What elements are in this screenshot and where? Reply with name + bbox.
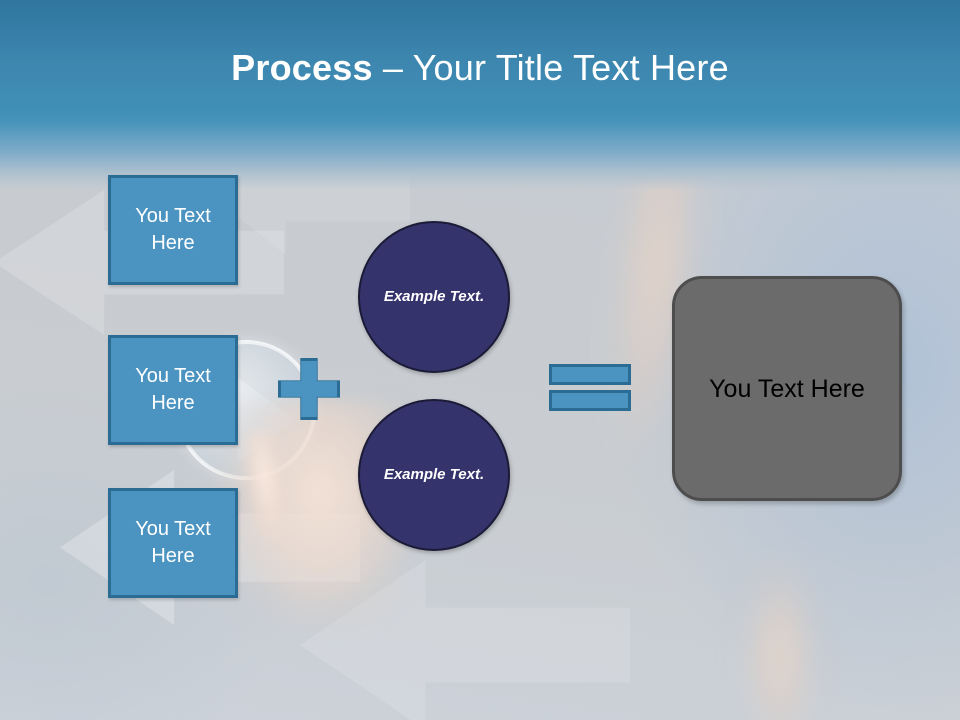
equals-icon [549,364,631,411]
input-box-1-label: You Text Here [135,205,211,254]
input-box-3-label: You Text Here [135,518,211,567]
equals-icon-bar-top [549,364,631,385]
input-box-2[interactable]: You Text Here [108,335,238,445]
input-box-3[interactable]: You Text Here [108,488,238,598]
equals-icon-bar-bottom [549,390,631,411]
page-title-strong: Process [231,47,373,88]
example-circle-2-label: Example Text. [383,466,485,483]
slide-header-band [0,0,960,190]
page-title-light: – Your Title Text Here [372,47,729,88]
input-box-2-label: You Text Here [135,365,211,414]
plus-icon [278,358,340,420]
background-leg-blur [745,560,815,720]
result-box-label: You Text Here [709,374,865,403]
input-box-1[interactable]: You Text Here [108,175,238,285]
page-title: Process – Your Title Text Here [0,46,960,90]
result-box[interactable]: You Text Here [672,276,902,501]
example-circle-1-label: Example Text. [383,288,485,305]
example-circle-1[interactable]: Example Text. [358,221,510,373]
plus-icon-fill [281,361,337,417]
example-circle-2[interactable]: Example Text. [358,399,510,551]
